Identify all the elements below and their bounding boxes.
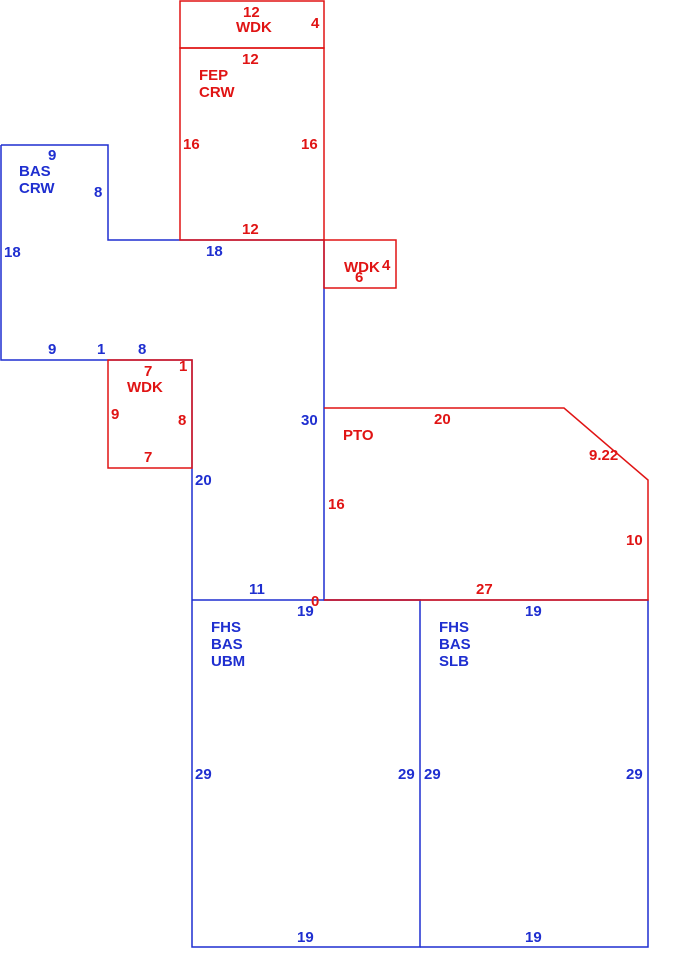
fhs-slb-dim-top: 19 — [525, 603, 542, 620]
wdk-top-dim-depth: 4 — [311, 15, 320, 32]
pto-dim-left: 16 — [328, 496, 345, 513]
bas-crw-dim-bottom-9: 9 — [48, 341, 56, 358]
wdk-small-outline — [323, 239, 397, 289]
fep-outline — [179, 47, 325, 241]
bas-crw-dim-bottom-1: 1 — [97, 341, 105, 358]
fhs-ubm-dim-left: 29 — [195, 766, 212, 783]
fep-dim-left: 16 — [183, 136, 200, 153]
bas-crw-dim-top: 9 — [48, 147, 56, 164]
fhs-ubm-label-2: BAS — [211, 636, 243, 653]
bas-crw-dim-left: 18 — [4, 244, 21, 261]
fhs-slb-dim-left: 29 — [424, 766, 441, 783]
bas-crw-label-1: BAS — [19, 163, 51, 180]
fep-dim-bottom: 12 — [242, 221, 259, 238]
fhs-slb-label-2: BAS — [439, 636, 471, 653]
fhs-ubm-dim-top: 19 — [297, 603, 314, 620]
main-dim-30: 30 — [301, 412, 318, 429]
fhs-ubm-label-1: FHS — [211, 619, 241, 636]
wdk-left-dim-right: 8 — [178, 412, 186, 429]
main-dim-20: 20 — [195, 472, 212, 489]
wdk-small-dim-depth: 4 — [382, 257, 391, 274]
bas-crw-dim-mid: 18 — [206, 243, 223, 260]
wdk-left-dim-left: 9 — [111, 406, 119, 423]
fep-dim-top: 12 — [242, 51, 259, 68]
wdk-small-dim-width: 6 — [355, 269, 363, 286]
bas-crw-dim-notch: 8 — [94, 184, 102, 201]
bas-crw-dim-bottom-8: 8 — [138, 341, 146, 358]
fhs-slb-label-3: SLB — [439, 653, 469, 670]
fep-label-1: FEP — [199, 67, 228, 84]
wdk-top-label: WDK — [236, 19, 272, 36]
main-dim-0: 0 — [311, 593, 319, 610]
wdk-top-dim-width: 12 — [243, 4, 260, 21]
fhs-ubm-label-3: UBM — [211, 653, 245, 670]
pto-dim-top: 20 — [434, 411, 451, 428]
bas-crw-label-2: CRW — [19, 180, 55, 197]
fep-dim-right: 16 — [301, 136, 318, 153]
fhs-slb-dim-right: 29 — [626, 766, 643, 783]
pto-label: PTO — [343, 427, 374, 444]
pto-outline — [324, 407, 649, 601]
pto-dim-diagonal: 9.22 — [589, 447, 618, 464]
pto-dim-right: 10 — [626, 532, 643, 549]
wdk-left-dim-bottom: 7 — [144, 449, 152, 466]
fhs-slb-dim-bottom: 19 — [525, 929, 542, 946]
wdk-left-outline — [107, 359, 193, 469]
wdk-left-label: WDK — [127, 379, 163, 396]
pto-dim-bottom: 27 — [476, 581, 493, 598]
fhs-ubm-dim-bottom: 19 — [297, 929, 314, 946]
fep-label-2: CRW — [199, 84, 235, 101]
fhs-slb-label-1: FHS — [439, 619, 469, 636]
wdk-left-dim-1: 1 — [179, 358, 187, 375]
fhs-ubm-dim-right: 29 — [398, 766, 415, 783]
wdk-small-label: WDK — [344, 259, 380, 276]
wdk-left-dim-top: 7 — [144, 363, 152, 380]
main-dim-11: 11 — [249, 581, 265, 598]
